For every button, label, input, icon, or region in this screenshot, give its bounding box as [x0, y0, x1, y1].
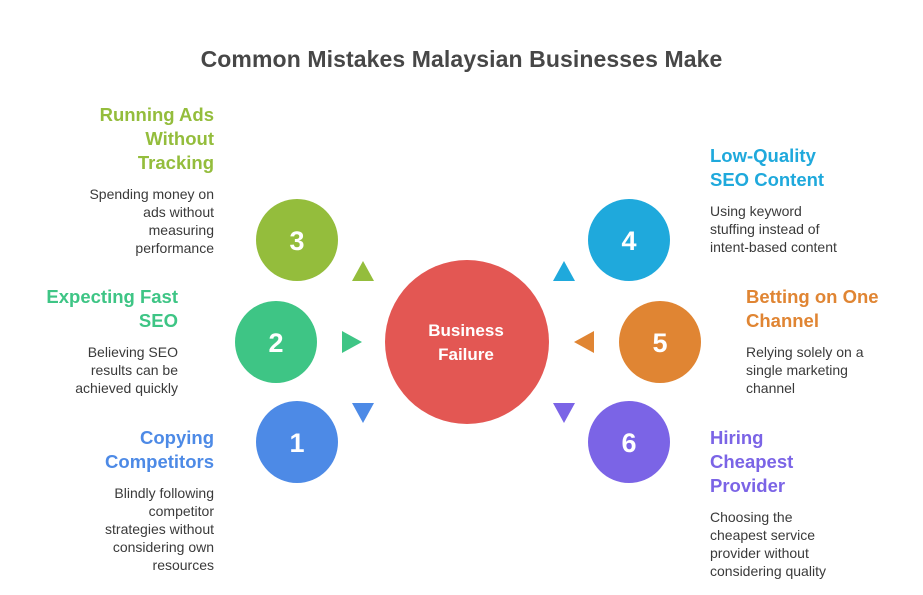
mistake-6-text: Hiring Cheapest Provider Choosing the ch… [710, 426, 910, 580]
description-line: cheapest service [710, 527, 816, 543]
number-circle-1 [256, 401, 338, 483]
heading-line: Expecting Fast [46, 286, 178, 307]
center-circle [385, 260, 549, 424]
diagram-title: Common Mistakes Malaysian Businesses Mak… [200, 46, 723, 72]
mistake-1-heading: Copying Competitors [14, 426, 214, 474]
mistake-3-heading: Running Ads Without Tracking [14, 103, 214, 175]
description-line: results can be [90, 362, 178, 378]
description-line: achieved quickly [75, 380, 178, 396]
arrow-down-icon-1 [352, 403, 374, 423]
mistake-4-heading: Low-Quality SEO Content [710, 144, 910, 192]
description-line: measuring [148, 222, 214, 238]
mistake-node-4: 4 [588, 199, 670, 281]
mistake-node-3: 3 [256, 199, 338, 281]
mistake-5-text: Betting on One Channel Relying solely on… [746, 285, 916, 397]
description-line: stuffing instead of [710, 221, 820, 237]
mistake-2-description: Believing SEO results can be achieved qu… [0, 343, 178, 397]
arrow-down-icon-6 [553, 403, 575, 423]
number-circle-5 [619, 301, 701, 383]
description-line: provider without [710, 545, 809, 561]
mistake-node-2: 2 [235, 301, 317, 383]
mistake-1-text: Copying Competitors Blindly following co… [14, 426, 214, 574]
number-circle-2 [235, 301, 317, 383]
mistake-3-description: Spending money on ads without measuring … [14, 185, 214, 257]
mistake-5-description: Relying solely on a single marketing cha… [746, 343, 916, 397]
number-circle-4 [588, 199, 670, 281]
number-label-5: 5 [652, 328, 667, 358]
description-line: performance [135, 240, 214, 256]
arrow-left-icon-5 [574, 331, 594, 353]
mistake-5-heading: Betting on One Channel [746, 285, 916, 333]
mistake-6-heading: Hiring Cheapest Provider [710, 426, 910, 498]
heading-line: SEO [138, 310, 178, 331]
mistake-1-description: Blindly following competitor strategies … [14, 484, 214, 574]
heading-line: Tracking [137, 152, 214, 173]
heading-line: Competitors [105, 451, 214, 472]
arrow-up-icon-3 [352, 261, 374, 281]
number-circle-3 [256, 199, 338, 281]
description-line: strategies without [105, 521, 214, 537]
description-line: considering own [112, 539, 214, 555]
heading-line: Hiring [710, 427, 764, 448]
number-label-2: 2 [268, 328, 283, 358]
arrow-right-icon-2 [342, 331, 362, 353]
heading-line: Cheapest [710, 451, 794, 472]
center-label-line2: Failure [438, 345, 494, 364]
description-line: ads without [143, 204, 214, 220]
mistake-4-description: Using keyword stuffing instead of intent… [710, 202, 910, 256]
number-label-4: 4 [621, 226, 636, 256]
description-line: Believing SEO [87, 344, 178, 360]
mistake-node-5: 5 [619, 301, 701, 383]
description-line: Spending money on [89, 186, 214, 202]
description-line: Relying solely on a [746, 344, 864, 360]
mistake-4-text: Low-Quality SEO Content Using keyword st… [710, 144, 910, 256]
heading-line: Betting on One [746, 286, 879, 307]
arrow-up-icon-4 [553, 261, 575, 281]
heading-line: Copying [140, 427, 214, 448]
heading-line: Provider [710, 475, 786, 496]
mistake-6-description: Choosing the cheapest service provider w… [710, 508, 910, 580]
heading-line: Channel [746, 310, 819, 331]
mistake-node-1: 1 [256, 401, 338, 483]
description-line: considering quality [710, 563, 826, 579]
description-line: single marketing [746, 362, 848, 378]
number-label-1: 1 [289, 428, 304, 458]
heading-line: Running Ads [99, 104, 214, 125]
description-line: resources [152, 557, 214, 573]
description-line: Choosing the [710, 509, 793, 525]
description-line: Using keyword [710, 203, 802, 219]
number-label-6: 6 [621, 428, 636, 458]
mistake-2-heading: Expecting Fast SEO [0, 285, 178, 333]
heading-line: SEO Content [710, 169, 825, 190]
heading-line: Low-Quality [710, 145, 816, 166]
description-line: channel [746, 380, 796, 396]
number-label-3: 3 [289, 226, 304, 256]
mistake-2-text: Expecting Fast SEO Believing SEO results… [0, 285, 178, 397]
heading-line: Without [145, 128, 214, 149]
number-circle-6 [588, 401, 670, 483]
mistake-node-6: 6 [588, 401, 670, 483]
description-line: Blindly following [114, 485, 214, 501]
description-line: intent-based content [710, 239, 837, 255]
description-line: competitor [148, 503, 214, 519]
mistake-3-text: Running Ads Without Tracking Spending mo… [14, 103, 214, 257]
center-label-line1: Business [428, 321, 504, 340]
